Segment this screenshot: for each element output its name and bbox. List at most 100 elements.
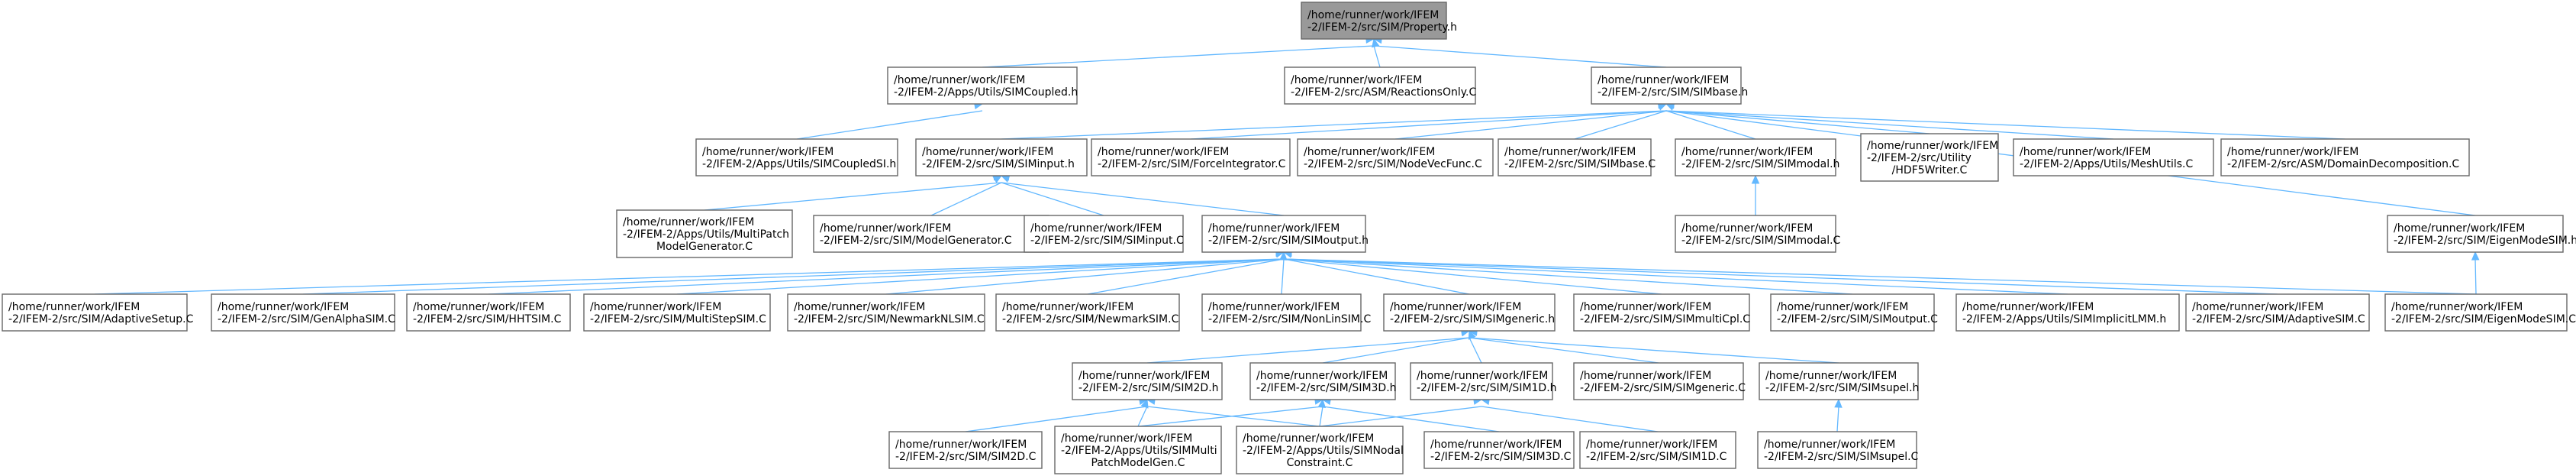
edge-s2h-nc — [1146, 397, 1320, 427]
node-sg[interactable]: /home/runner/work/IFEM-2/IFEM-2/src/SIM/… — [1383, 293, 1556, 332]
node-nl[interactable]: /home/runner/work/IFEM-2/IFEM-2/src/SIM/… — [1201, 293, 1371, 332]
node-box — [1955, 293, 2180, 332]
node-label-line: -2/IFEM-2/src/SIM/SIM2D.h — [1078, 382, 1219, 394]
node-csi[interactable]: /home/runner/work/IFEM-2/IFEM-2/Apps/Uti… — [695, 138, 898, 176]
node-box — [2185, 293, 2370, 332]
node-label-line: /home/runner/work/IFEM — [1586, 439, 1717, 451]
node-sic[interactable]: /home/runner/work/IFEM-2/IFEM-2/src/SIM/… — [1024, 215, 1184, 253]
node-box — [813, 215, 1049, 253]
node-label-line: /home/runner/work/IFEM — [1765, 370, 1897, 382]
node-box — [1675, 215, 1836, 253]
node-p[interactable]: /home/runner/work/IFEM-2/IFEM-2/src/SIM/… — [1301, 2, 1457, 40]
node-label-line: -2/IFEM-2/src/SIM/ModelGenerator.C — [820, 235, 1012, 247]
node-label-line: -2/IFEM-2/src/SIM/GenAlphaSIM.C — [218, 313, 395, 325]
node-box — [1249, 362, 1396, 400]
node-label-line: -2/IFEM-2/src/SIM/SIMinput.h — [922, 158, 1075, 170]
node-dd[interactable]: /home/runner/work/IFEM-2/IFEM-2/src/ASM/… — [2220, 138, 2470, 176]
node-box — [915, 138, 1088, 176]
node-label-line: /home/runner/work/IFEM — [1030, 222, 1162, 235]
node-si[interactable]: /home/runner/work/IFEM-2/IFEM-2/src/SIM/… — [915, 138, 1088, 176]
node-mcpl[interactable]: /home/runner/work/IFEM-2/IFEM-2/src/SIM/… — [1573, 293, 1750, 332]
node-label-line: -2/IFEM-2/src/SIM/NodeVecFunc.C — [1304, 158, 1482, 170]
edge-sg-s3h — [1322, 329, 1471, 364]
node-box — [2220, 138, 2470, 176]
node-lmm[interactable]: /home/runner/work/IFEM-2/IFEM-2/Apps/Uti… — [1955, 293, 2180, 332]
node-sbc[interactable]: /home/runner/work/IFEM-2/IFEM-2/src/SIM/… — [1498, 138, 1656, 176]
node-suh[interactable]: /home/runner/work/IFEM-2/IFEM-2/src/SIM/… — [1759, 362, 1919, 400]
node-label-line: /home/runner/work/IFEM — [1390, 301, 1521, 313]
node-label-line: -2/IFEM-2/Apps/Utils/SIMNodal — [1243, 445, 1404, 457]
node-label-line: /home/runner/work/IFEM — [413, 301, 544, 313]
node-fi[interactable]: /home/runner/work/IFEM-2/IFEM-2/src/SIM/… — [1091, 138, 1291, 176]
node-mu[interactable]: /home/runner/work/IFEM-2/IFEM-2/Apps/Uti… — [2013, 138, 2214, 176]
node-nnl[interactable]: /home/runner/work/IFEM-2/IFEM-2/src/SIM/… — [787, 293, 985, 332]
node-cpl[interactable]: /home/runner/work/IFEM-2/IFEM-2/Apps/Uti… — [887, 66, 1078, 105]
node-s2c[interactable]: /home/runner/work/IFEM-2/IFEM-2/src/SIM/… — [888, 431, 1043, 469]
node-ms[interactable]: /home/runner/work/IFEM-2/IFEM-2/src/SIM/… — [583, 293, 771, 332]
node-label-line: /home/runner/work/IFEM — [2391, 301, 2523, 313]
node-label-line: ModelGenerator.C — [656, 241, 753, 253]
edge-cpl-csi — [796, 101, 984, 140]
node-suc[interactable]: /home/runner/work/IFEM-2/IFEM-2/src/SIM/… — [1757, 431, 1919, 469]
node-mpm[interactable]: /home/runner/work/IFEM-2/IFEM-2/Apps/Uti… — [1054, 426, 1222, 474]
node-box — [1770, 293, 1935, 332]
node-hdf[interactable]: /home/runner/work/IFEM-2/IFEM-2/src/Util… — [1860, 133, 1999, 182]
node-label-line: -2/IFEM-2/Apps/Utils/SIMCoupledSI.h — [702, 158, 896, 170]
node-s3c[interactable]: /home/runner/work/IFEM-2/IFEM-2/src/SIM/… — [1423, 431, 1575, 469]
node-as[interactable]: /home/runner/work/IFEM-2/IFEM-2/src/SIM/… — [2, 293, 194, 332]
node-nm[interactable]: /home/runner/work/IFEM-2/IFEM-2/src/SIM/… — [995, 293, 1180, 332]
node-smc[interactable]: /home/runner/work/IFEM-2/IFEM-2/src/SIM/… — [1675, 215, 1841, 253]
node-label-line: /home/runner/work/IFEM — [1867, 140, 1998, 152]
node-s2h[interactable]: /home/runner/work/IFEM-2/IFEM-2/src/SIM/… — [1072, 362, 1223, 400]
node-label-line: -2/IFEM-2/src/SIM/SIMgeneric.C — [1580, 382, 1746, 394]
node-label-line: /home/runner/work/IFEM — [2394, 222, 2525, 235]
edge-sg-s1h — [1468, 329, 1482, 364]
node-sgc[interactable]: /home/runner/work/IFEM-2/IFEM-2/src/SIM/… — [1573, 362, 1746, 400]
node-mg[interactable]: /home/runner/work/IFEM-2/IFEM-2/src/SIM/… — [813, 215, 1049, 253]
node-esh[interactable]: /home/runner/work/IFEM-2/IFEM-2/src/SIM/… — [2387, 215, 2576, 253]
node-sb[interactable]: /home/runner/work/IFEM-2/IFEM-2/src/SIM/… — [1591, 66, 1748, 105]
node-label-line: /home/runner/work/IFEM — [2020, 146, 2151, 158]
node-label-line: -2/IFEM-2/src/SIM/EigenModeSIM.h — [2394, 235, 2576, 247]
node-s1c[interactable]: /home/runner/work/IFEM-2/IFEM-2/src/SIM/… — [1579, 431, 1736, 469]
node-label-line: /home/runner/work/IFEM — [1504, 146, 1636, 158]
node-smh[interactable]: /home/runner/work/IFEM-2/IFEM-2/src/SIM/… — [1675, 138, 1839, 176]
node-nv[interactable]: /home/runner/work/IFEM-2/IFEM-2/src/SIM/… — [1297, 138, 1494, 176]
node-mpg[interactable]: /home/runner/work/IFEM-2/IFEM-2/Apps/Uti… — [616, 209, 793, 258]
node-esc[interactable]: /home/runner/work/IFEM-2/IFEM-2/src/SIM/… — [2384, 293, 2576, 332]
node-label-line: /home/runner/work/IFEM — [1208, 222, 1340, 235]
node-label-line: /home/runner/work/IFEM — [820, 222, 951, 235]
node-nc[interactable]: /home/runner/work/IFEM-2/IFEM-2/Apps/Uti… — [1236, 426, 1404, 474]
node-soc[interactable]: /home/runner/work/IFEM-2/IFEM-2/src/SIM/… — [1770, 293, 1938, 332]
edge-sb-fi — [1190, 100, 1668, 140]
node-box — [1579, 431, 1736, 469]
node-so[interactable]: /home/runner/work/IFEM-2/IFEM-2/src/SIM/… — [1201, 215, 1369, 253]
edge-si-so — [1000, 173, 1285, 216]
node-label-line: /home/runner/work/IFEM — [1078, 370, 1210, 382]
node-label-line: -2/IFEM-2/src/SIM/SIMmultiCpl.C — [1580, 313, 1750, 325]
node-hht[interactable]: /home/runner/work/IFEM-2/IFEM-2/src/SIM/… — [406, 293, 571, 332]
node-box — [1072, 362, 1223, 400]
node-label-line: -2/IFEM-2/Apps/Utils/SIMImplicitLMM.h — [1962, 313, 2166, 325]
edge-p-cpl — [982, 35, 1375, 68]
edge-so-nm — [1087, 250, 1285, 295]
node-label-line: -2/IFEM-2/src/SIM/HHTSIM.C — [413, 313, 562, 325]
node-box — [616, 209, 793, 258]
node-asc[interactable]: /home/runner/work/IFEM-2/IFEM-2/src/SIM/… — [2185, 293, 2370, 332]
node-box — [1054, 426, 1222, 474]
node-s3h[interactable]: /home/runner/work/IFEM-2/IFEM-2/src/SIM/… — [1249, 362, 1397, 400]
node-box — [1573, 293, 1750, 332]
node-label-line: -2/IFEM-2/src/SIM/SIMmodal.h — [1681, 158, 1839, 170]
node-box — [583, 293, 771, 332]
node-label-line: -2/IFEM-2/src/ASM/DomainDecomposition.C — [2227, 158, 2459, 170]
node-label-line: /home/runner/work/IFEM — [623, 216, 754, 228]
edge-sg-sgc — [1468, 328, 1659, 364]
node-s1h[interactable]: /home/runner/work/IFEM-2/IFEM-2/src/SIM/… — [1410, 362, 1557, 400]
node-ga[interactable]: /home/runner/work/IFEM-2/IFEM-2/src/SIM/… — [211, 293, 395, 332]
node-ro[interactable]: /home/runner/work/IFEM-2/IFEM-2/src/ASM/… — [1284, 66, 1476, 105]
node-label-line: -2/IFEM-2/src/SIM/SIMsupel.C — [1764, 451, 1919, 463]
node-box — [1423, 431, 1575, 469]
node-label-line: -2/IFEM-2/src/SIM/NonLinSIM.C — [1208, 313, 1371, 325]
